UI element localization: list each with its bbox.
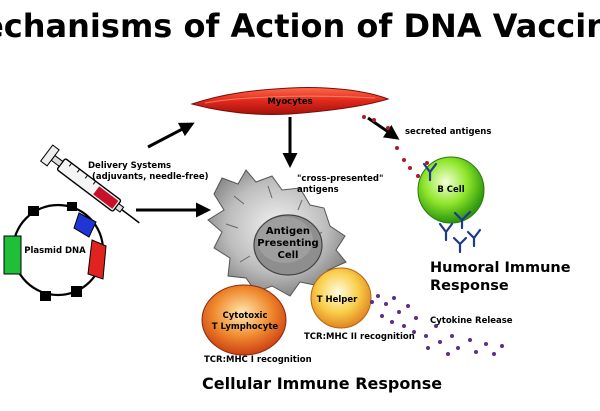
secreted-antigen-dots bbox=[362, 115, 429, 178]
antibody-icons bbox=[422, 162, 482, 254]
tcr-mhc2-label: TCR:MHC II recognition bbox=[304, 332, 415, 342]
ctl-label-line2: T Lymphocyte bbox=[212, 322, 279, 332]
cross-presented-label-line1: "cross-presented" bbox=[297, 174, 383, 184]
b-cell-label: B Cell bbox=[437, 185, 464, 195]
b-cell: B Cell bbox=[417, 156, 485, 224]
t-helper-label: T Helper bbox=[317, 295, 358, 305]
apc-label-line2: Presenting bbox=[257, 238, 318, 249]
humoral-response-label-line1: Humoral Immune bbox=[430, 260, 571, 276]
myocytes-label: Myocytes bbox=[267, 97, 312, 107]
plasmid-dna-label: Plasmid DNA bbox=[24, 246, 86, 256]
arrow-syringe-to-myocyte bbox=[147, 122, 195, 149]
tcr-mhc1-label: TCR:MHC I recognition bbox=[204, 355, 312, 365]
cellular-response-label: Cellular Immune Response bbox=[202, 374, 442, 393]
ctl-label-line1: Cytotoxic bbox=[222, 311, 267, 321]
cytokine-release-label: Cytokine Release bbox=[430, 316, 513, 326]
delivery-systems-label-line2: (adjuvants, needle-free) bbox=[92, 172, 209, 182]
page-title: Mechanisms of Action of DNA Vaccines bbox=[0, 7, 600, 45]
t-helper-cell: T Helper bbox=[310, 267, 372, 329]
cross-presented-label-line2: antigens bbox=[297, 185, 339, 195]
syringe-icon bbox=[39, 144, 140, 224]
plasmid-dna: Plasmid DNA bbox=[3, 202, 107, 301]
myocyte-cell: Myocytes bbox=[190, 87, 390, 115]
apc-label-line3: Cell bbox=[278, 250, 299, 261]
secreted-antigens-label: secreted antigens bbox=[405, 127, 491, 137]
cytokine-dots bbox=[370, 294, 504, 356]
delivery-systems-label-line1: Delivery Systems bbox=[88, 161, 171, 171]
cytotoxic-t-lymphocyte-cell: Cytotoxic T Lymphocyte bbox=[201, 284, 287, 356]
apc-label-line1: Antigen bbox=[266, 226, 310, 237]
humoral-response-label-line2: Response bbox=[430, 278, 509, 294]
